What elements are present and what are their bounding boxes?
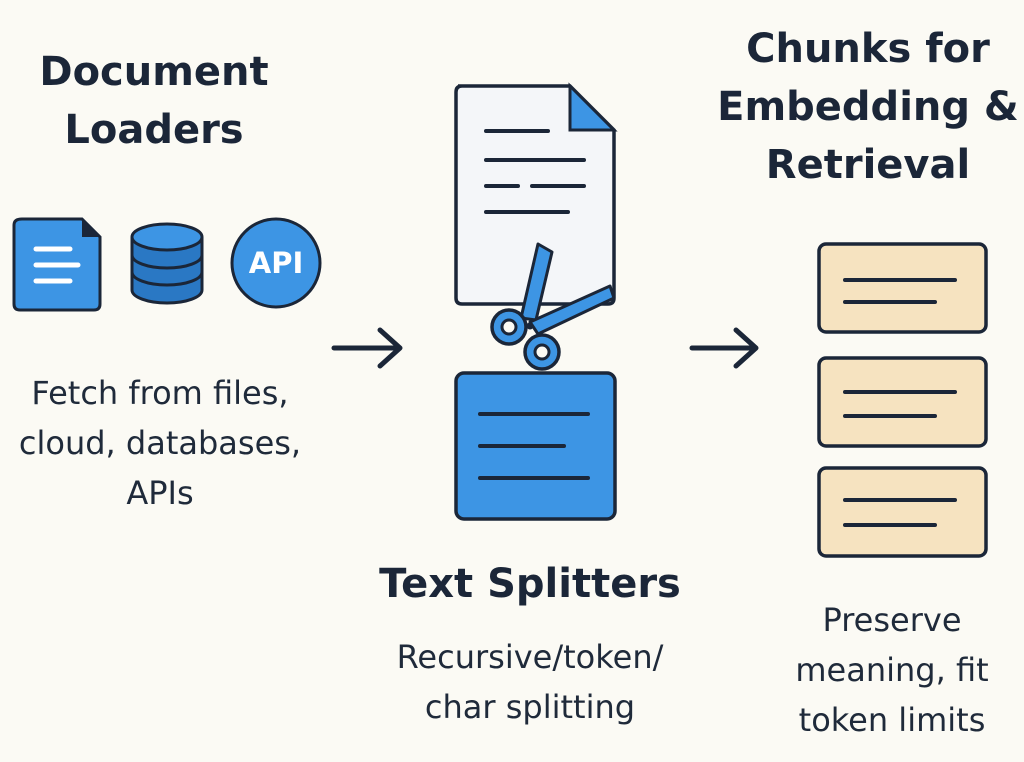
splitters-title: Text Splitters [379,561,681,607]
loaders-title-line2: Loaders [64,107,244,153]
chunks-title-line1: Chunks for [746,26,990,72]
chunks-desc-line3: token limits [798,701,986,739]
chunks-desc-line1: Preserve [822,601,962,639]
loaders-section: Document Loaders API Fetch from files, c… [0,0,322,762]
chunks-title-line2: Embedding & [717,84,1019,130]
splitters-description: Recursive/token/ char splitting [340,632,720,732]
api-badge-label: API [248,246,304,280]
loaders-title-line1: Document [39,49,269,95]
loaders-description: Fetch from files, cloud, databases, APIs [0,368,320,518]
splitters-desc-line2: char splitting [424,688,636,726]
chunks-title-line3: Retrieval [765,142,971,188]
loaders-desc-line1: Fetch from files, [31,374,289,412]
splitters-desc-line1: Recursive/token/ [396,638,664,676]
chunks-desc-line2: meaning, fit [795,651,989,689]
chunks-description: Preserve meaning, fit token limits [760,595,1024,745]
chunks-title: Chunks for Embedding & Retrieval [716,20,1020,194]
loaders-desc-line2: cloud, databases, [18,424,302,462]
loaders-desc-line3: APIs [126,474,194,512]
loaders-title: Document Loaders [0,43,308,159]
